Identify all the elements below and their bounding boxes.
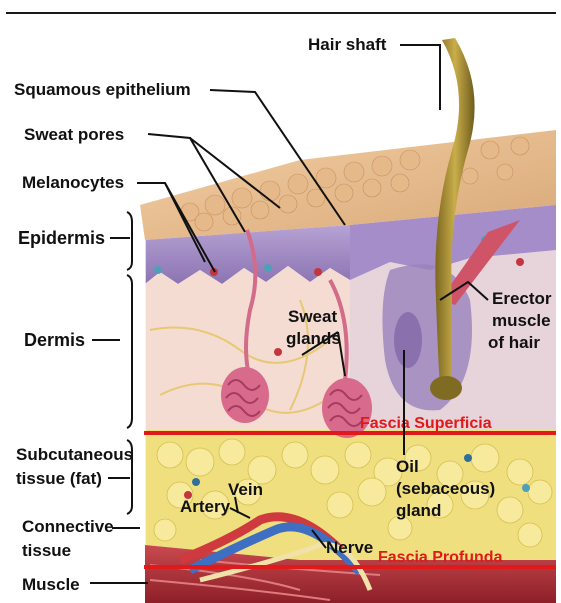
label-squamous-epithelium: Squamous epithelium xyxy=(14,80,191,99)
fascia-superficialis-label: Fascia Superficia xyxy=(360,415,492,432)
leader-hair-shaft xyxy=(400,45,440,110)
label-vein: Vein xyxy=(228,480,263,499)
sebaceous-gland xyxy=(394,312,422,368)
sweat-gland-left xyxy=(221,367,269,423)
fascia-superficialis-line xyxy=(144,431,556,435)
fascia-profunda-label: Fascia Profunda xyxy=(378,549,503,566)
brace-dermis xyxy=(127,275,132,428)
label-artery: Artery xyxy=(180,497,231,516)
label-dermis: Dermis xyxy=(24,330,85,350)
label-melanocytes: Melanocytes xyxy=(22,173,124,192)
label-erector-line1: Erector xyxy=(492,289,552,308)
label-hair-shaft: Hair shaft xyxy=(308,35,387,54)
label-nerve: Nerve xyxy=(326,538,373,557)
label-oil-line1: Oil xyxy=(396,457,419,476)
label-sweat-glands-line2: glands xyxy=(286,329,341,348)
label-connective-line2: tissue xyxy=(22,541,71,560)
top-rule xyxy=(6,12,556,14)
label-sweat-pores: Sweat pores xyxy=(24,125,124,144)
label-sweat-glands-line1: Sweat xyxy=(288,307,337,326)
label-epidermis: Epidermis xyxy=(18,228,105,248)
hair-bulb xyxy=(430,376,462,400)
label-subcutaneous-line1: Subcutaneous xyxy=(16,445,133,464)
label-muscle: Muscle xyxy=(22,575,80,594)
label-subcutaneous-line2: tissue (fat) xyxy=(16,469,102,488)
label-erector-line3: of hair xyxy=(488,333,540,352)
brace-epidermis xyxy=(127,212,132,270)
label-erector-line2: muscle xyxy=(492,311,551,330)
label-oil-line3: gland xyxy=(396,501,441,520)
label-oil-line2: (sebaceous) xyxy=(396,479,495,498)
label-connective-line1: Connective xyxy=(22,517,114,536)
